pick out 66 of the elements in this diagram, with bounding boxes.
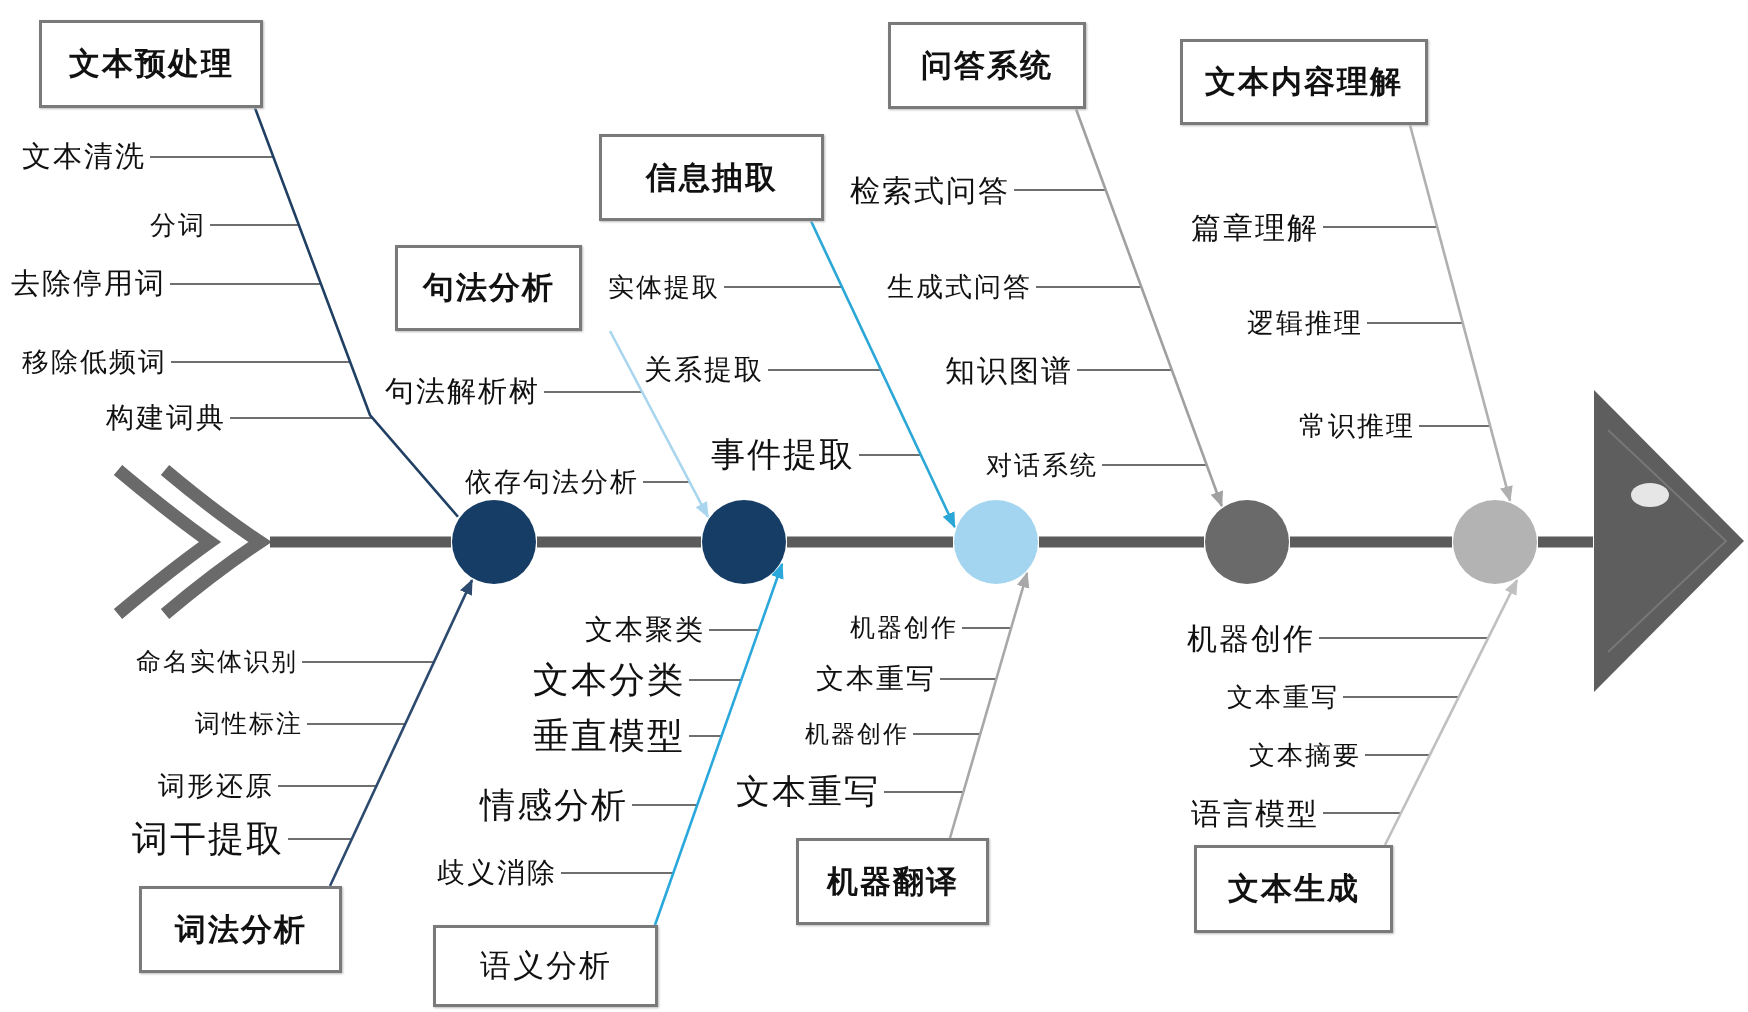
- branch-label: 文本清洗: [22, 141, 146, 173]
- branch-label: 垂直模型: [533, 716, 685, 756]
- category-box: [796, 838, 989, 925]
- branch-label: 生成式问答: [887, 272, 1032, 302]
- branch-label: 逻辑推理: [1247, 308, 1363, 338]
- branch-label: 检索式问答: [850, 173, 1010, 207]
- category-label: 文本内容理解: [1205, 62, 1403, 101]
- branch-label: 篇章理解: [1191, 210, 1319, 244]
- branch-label: 文本分类: [533, 660, 685, 700]
- branch-label: 文本重写: [736, 773, 880, 811]
- category-label: 机器翻译: [826, 861, 959, 901]
- branch-label: 依存句法分析: [465, 467, 639, 497]
- branch-label: 机器创作: [850, 614, 958, 642]
- branch-arrow: [653, 562, 784, 926]
- spine-line: [787, 536, 953, 548]
- branch-label: 机器创作: [1187, 621, 1315, 655]
- branch-arrow: [948, 571, 1030, 839]
- spine-line: [270, 536, 451, 548]
- spine-line: [1039, 536, 1204, 548]
- branch-label: 文本摘要: [1249, 740, 1361, 770]
- category-label: 词法分析: [174, 909, 307, 949]
- branch-label: 分词: [150, 210, 206, 240]
- category-box: [888, 22, 1086, 109]
- branch-label: 机器创作: [805, 720, 909, 748]
- node-circle: [702, 500, 786, 584]
- category-label: 文本生成: [1227, 869, 1360, 908]
- branch-label: 文本重写: [1227, 682, 1339, 712]
- branch-arrow: [1383, 578, 1519, 846]
- category-box: [1180, 39, 1428, 125]
- category-box: [433, 925, 658, 1007]
- branch-arrow: [608, 330, 710, 518]
- category-label: 句法分析: [422, 268, 555, 307]
- category-label: 问答系统: [921, 45, 1053, 85]
- branch-arrow: [328, 578, 474, 887]
- branch-label: 词形还原: [158, 771, 274, 801]
- branch-arrow: [1408, 124, 1513, 502]
- branch-label: 去除停用词: [11, 268, 166, 300]
- branch-label: 文本聚类: [585, 614, 705, 646]
- branch-label: 构建词典: [106, 402, 226, 434]
- category-label: 信息抽取: [645, 157, 778, 197]
- branch-label: 语言模型: [1191, 796, 1319, 830]
- spine-line: [1290, 536, 1452, 548]
- branch-label: 命名实体识别: [136, 648, 298, 676]
- branch-label: 词干提取: [132, 819, 284, 859]
- category-box: [1194, 845, 1393, 933]
- branch-arrow: [1074, 108, 1223, 508]
- branch-label: 移除低频词: [22, 347, 167, 377]
- branch-label: 词性标注: [195, 710, 303, 738]
- branch-label: 文本重写: [816, 663, 936, 695]
- branch-arrow: [809, 220, 956, 529]
- category-box: [599, 134, 824, 221]
- branch-label: 常识推理: [1299, 411, 1415, 441]
- branch-label: 实体提取: [608, 272, 720, 302]
- branch-label: 句法解析树: [385, 376, 540, 408]
- category-box: [395, 245, 582, 331]
- spine-line: [1538, 536, 1593, 548]
- branch-label: 事件提取: [711, 436, 855, 474]
- branch-label: 情感分析: [480, 785, 628, 825]
- category-box: [39, 20, 263, 108]
- branch-label: 关系提取: [644, 354, 764, 386]
- category-label: 文本预处理: [68, 44, 234, 83]
- spine-line: [537, 536, 701, 548]
- branch-label: 知识图谱: [945, 353, 1073, 387]
- category-label: 语义分析: [479, 946, 612, 985]
- branch-label: 歧义消除: [437, 857, 557, 889]
- category-box: [139, 886, 342, 973]
